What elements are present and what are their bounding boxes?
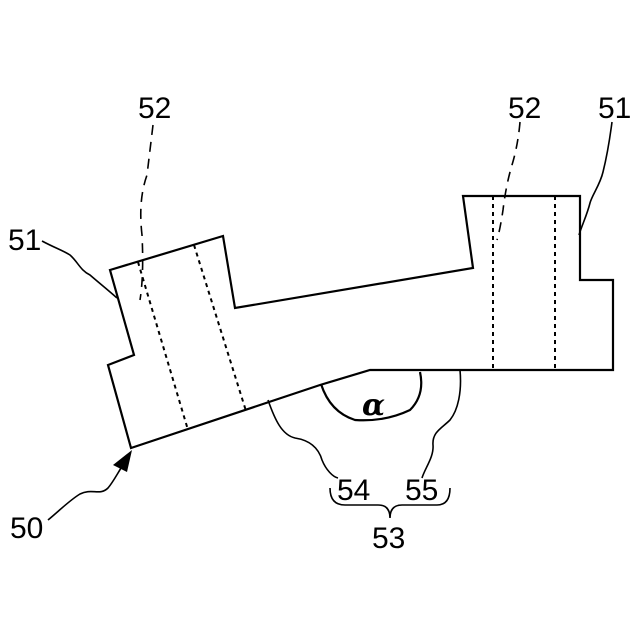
- part-outline: [108, 196, 613, 448]
- label-54: 54: [337, 474, 370, 507]
- leader-50: [48, 462, 125, 520]
- label-52-left: 52: [138, 92, 171, 125]
- label-55: 55: [405, 474, 438, 507]
- leader-52-right: [497, 122, 520, 240]
- leader-52-left: [140, 125, 153, 300]
- label-52-right: 52: [508, 92, 541, 125]
- label-53: 53: [372, 522, 405, 555]
- leader-54: [268, 400, 338, 478]
- leader-55: [422, 370, 461, 478]
- label-51-right: 51: [598, 92, 631, 125]
- label-50: 50: [10, 512, 43, 545]
- leader-51-left: [42, 241, 117, 298]
- arrowhead-50: [113, 450, 132, 472]
- left-hidden-line-2: [194, 245, 246, 411]
- left-hidden-line-1: [138, 262, 188, 430]
- angle-alpha-label: α: [362, 388, 385, 423]
- label-51-left: 51: [8, 224, 41, 257]
- leader-51-right: [579, 122, 612, 235]
